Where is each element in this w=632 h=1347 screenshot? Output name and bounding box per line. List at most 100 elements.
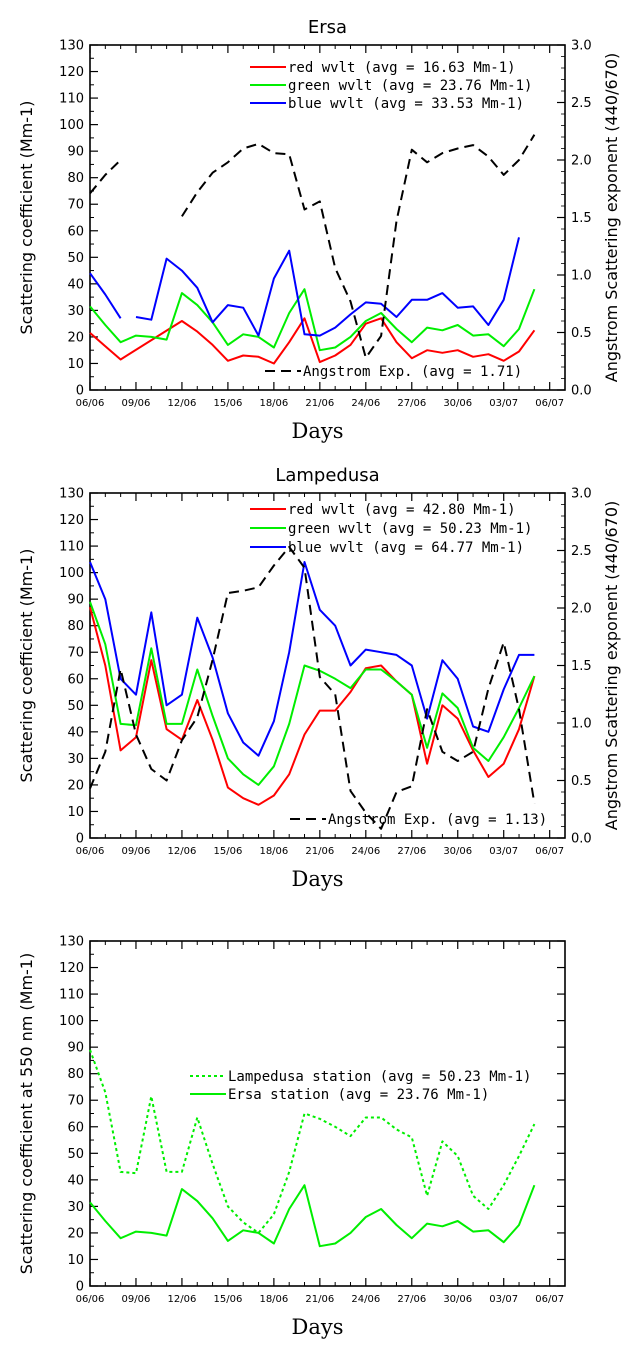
y-tick-label: 110 [59,540,84,555]
x-tick-label: 27/06 [397,1294,426,1305]
x-tick-label: 27/06 [397,846,426,857]
x-tick-label: 06/06 [76,846,105,857]
y-tick-label: 10 [67,357,84,372]
y-axis-label-right: Angstrom Scattering exponent (440/670) [602,501,621,831]
y-tick-label: 70 [67,646,84,661]
y-axis-label: Scattering coefficient at 550 nm (Mm-1) [17,953,36,1274]
y-tick-label: 10 [67,805,84,820]
y-right-tick-label: 1.0 [571,269,592,284]
x-tick-label: 03/07 [489,1294,518,1305]
series-line-0000ff [89,272,122,319]
series-line-0000ff [89,561,535,757]
y-axis-label: Scattering coefficient (Mm-1) [17,549,36,783]
y-tick-label: 50 [67,1147,84,1162]
chart-panel-2: Lampedusa0102030405060708090100110120130… [17,465,621,891]
legend-entry: blue wvlt (avg = 33.53 Mm-1) [288,96,524,112]
y-tick-label: 90 [67,593,84,608]
x-tick-label: 06/06 [76,1294,105,1305]
y-tick-label: 100 [59,1014,84,1029]
legend-entry: Angstrom Exp. (avg = 1.71) [303,364,522,380]
x-tick-label: 18/06 [259,1294,288,1305]
y-right-tick-label: 2.0 [571,154,592,169]
y-right-tick-label: 3.0 [571,39,592,54]
series-line-000000 [89,159,122,195]
y-tick-label: 100 [59,566,84,581]
y-tick-label: 90 [67,1041,84,1056]
y-tick-label: 80 [67,619,84,634]
y-tick-label: 100 [59,118,84,133]
x-tick-label: 06/06 [76,398,105,409]
y-right-tick-label: 0.0 [571,832,592,847]
y-tick-label: 80 [67,171,84,186]
x-tick-label: 12/06 [168,846,197,857]
y-right-tick-label: 1.0 [571,717,592,732]
x-tick-label: 15/06 [213,398,242,409]
x-tick-label: 03/07 [489,846,518,857]
y-tick-label: 20 [67,1226,84,1241]
y-tick-label: 30 [67,304,84,319]
y-right-tick-label: 3.0 [571,487,592,502]
x-tick-label: 21/06 [305,846,334,857]
series-line-000000 [181,134,536,359]
y-tick-label: 20 [67,330,84,345]
y-right-tick-label: 2.5 [571,544,592,559]
y-tick-label: 20 [67,778,84,793]
x-tick-label: 09/06 [122,846,151,857]
y-tick-label: 70 [67,1094,84,1109]
y-right-tick-label: 1.5 [571,659,592,674]
series-line-00ee00 [89,1184,536,1248]
x-tick-label: 15/06 [213,1294,242,1305]
x-tick-label: 03/07 [489,398,518,409]
y-tick-label: 0 [76,384,84,399]
chart-panel-1: Ersa01020304050607080901001101201300.00.… [17,17,621,443]
x-tick-label: 12/06 [168,1294,197,1305]
y-axis-label-right: Angstrom Scattering exponent (440/670) [602,53,621,383]
x-tick-label: 06/07 [535,846,564,857]
x-tick-label: 21/06 [305,1294,334,1305]
legend-entry: red wvlt (avg = 42.80 Mm-1) [288,502,516,518]
chart-title: Lampedusa [275,465,379,486]
y-tick-label: 80 [67,1067,84,1082]
y-tick-label: 0 [76,832,84,847]
legend-entry: red wvlt (avg = 16.63 Mm-1) [288,60,516,76]
y-right-tick-label: 0.5 [571,326,592,341]
x-tick-label: 30/06 [443,1294,472,1305]
x-axis-label: Days [292,867,344,891]
x-tick-label: 09/06 [122,398,151,409]
y-right-tick-label: 1.5 [571,211,592,226]
x-tick-label: 30/06 [443,846,472,857]
y-tick-label: 130 [59,39,84,54]
y-tick-label: 110 [59,988,84,1003]
x-tick-label: 24/06 [351,398,380,409]
y-tick-label: 60 [67,672,84,687]
y-tick-label: 120 [59,65,84,80]
y-tick-label: 40 [67,725,84,740]
y-tick-label: 50 [67,699,84,714]
y-right-tick-label: 0.0 [571,384,592,399]
x-tick-label: 06/07 [535,1294,564,1305]
x-tick-label: 15/06 [213,846,242,857]
x-axis-label: Days [292,419,344,443]
y-axis-label: Scattering coefficient (Mm-1) [17,101,36,335]
series-line-ff0000 [89,606,536,806]
y-tick-label: 110 [59,92,84,107]
y-tick-label: 10 [67,1253,84,1268]
legend-entry: Lampedusa station (avg = 50.23 Mm-1) [228,1069,531,1085]
y-tick-label: 40 [67,1173,84,1188]
x-tick-label: 24/06 [351,1294,380,1305]
y-tick-label: 70 [67,198,84,213]
y-tick-label: 60 [67,1120,84,1135]
x-tick-label: 09/06 [122,1294,151,1305]
chart-title: Ersa [308,17,347,38]
y-tick-label: 120 [59,961,84,976]
x-tick-label: 21/06 [305,398,334,409]
series-line-00ee00 [89,601,536,786]
series-line-00ee00 [89,288,536,352]
x-tick-label: 27/06 [397,398,426,409]
series-line-ff0000 [89,317,536,365]
y-tick-label: 30 [67,752,84,767]
x-tick-label: 06/07 [535,398,564,409]
x-tick-label: 30/06 [443,398,472,409]
